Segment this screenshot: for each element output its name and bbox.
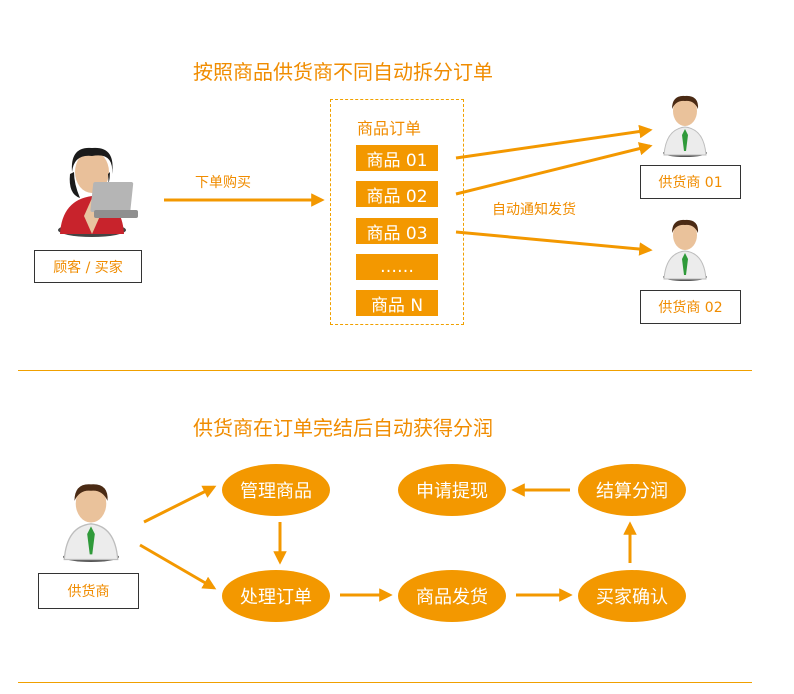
order-title: 商品订单: [357, 119, 422, 138]
buyer-label: 顾客 / 买家: [34, 250, 142, 283]
arrow-supplier-to-process: [139, 543, 217, 590]
supplier1-label: 供货商 01: [640, 165, 741, 199]
node-settle-profit: 结算分润: [578, 464, 686, 516]
section1-title: 按照商品供货商不同自动拆分订单: [193, 60, 493, 84]
arrow-item02-to-supplier1: [455, 142, 653, 196]
section2-title: 供货商在订单完结后自动获得分润: [193, 416, 493, 440]
arrow-supplier-to-manage: [143, 485, 217, 524]
order-item-03: 商品 03: [356, 218, 438, 244]
supplier-person-icon: [663, 95, 707, 157]
order-item-ellipsis: ……: [356, 254, 438, 280]
supplier-person-icon: [663, 219, 707, 281]
supplier-label: 供货商: [38, 573, 139, 609]
node-buyer-confirm: 买家确认: [578, 570, 686, 622]
arrow-item01-to-supplier1: [455, 124, 653, 160]
arrow-item03-to-supplier2: [455, 230, 653, 256]
order-item-n: 商品 N: [356, 290, 438, 316]
node-process-order: 处理订单: [222, 570, 330, 622]
node-ship-goods: 商品发货: [398, 570, 506, 622]
order-item-01: 商品 01: [356, 145, 438, 171]
bottom-divider: [18, 682, 752, 683]
notify-shipping-label: 自动通知发货: [492, 202, 576, 218]
node-apply-withdraw: 申请提现: [398, 464, 506, 516]
supplier2-label: 供货商 02: [640, 290, 741, 324]
supplier-person-icon: [63, 484, 119, 562]
place-order-label: 下单购买: [195, 175, 251, 191]
order-item-02: 商品 02: [356, 181, 438, 207]
section-divider: [18, 370, 752, 371]
buyer-with-laptop-icon: [58, 147, 138, 237]
node-manage-products: 管理商品: [222, 464, 330, 516]
order-frame: [330, 99, 464, 325]
